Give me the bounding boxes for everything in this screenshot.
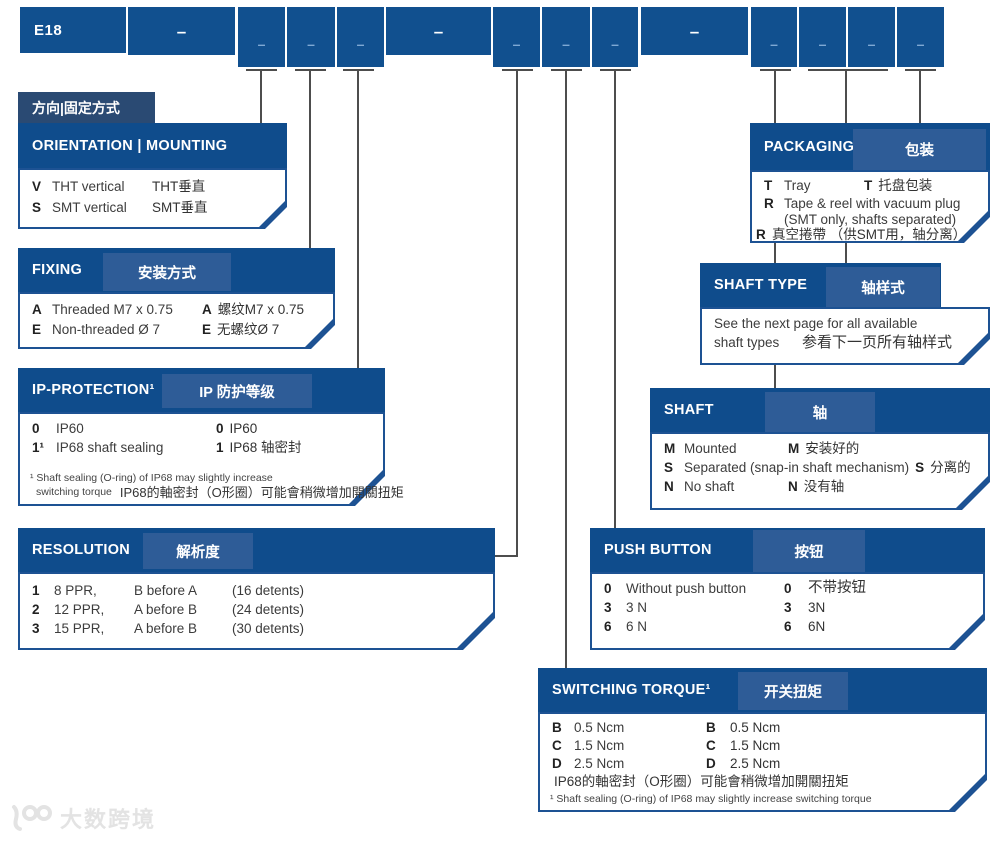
orientation-title: ORIENTATION | MOUNTING bbox=[32, 137, 228, 154]
line-to-torque bbox=[565, 69, 567, 668]
fixing-row: E Non-threaded Ø 7 E 无螺纹Ø 7 bbox=[32, 322, 280, 337]
torque-row: B 0.5 Ncm B 0.5 Ncm bbox=[552, 720, 781, 735]
shaft-type-body: See the next page for all available shaf… bbox=[700, 307, 990, 365]
shaft-row: S Separated (snap-in shaft mechanism) S … bbox=[664, 460, 971, 475]
code-slot-ip: – bbox=[337, 7, 384, 67]
switching-torque-body: B 0.5 Ncm B 0.5 Ncm C 1.5 Ncm C 1.5 Ncm … bbox=[538, 712, 987, 812]
shaft-cn-chip: 轴 bbox=[765, 392, 875, 432]
line-to-orientation bbox=[260, 69, 262, 123]
push-button-header: PUSH BUTTON 按钮 bbox=[590, 528, 985, 572]
watermark-logo-icon bbox=[8, 803, 54, 833]
line-to-resolution bbox=[516, 69, 518, 557]
ip-row: 1¹ IP68 shaft sealing 1 IP68 轴密封 bbox=[32, 440, 302, 455]
part-number-separator: – bbox=[128, 7, 235, 55]
orientation-body: V THT vertical THT垂直 S SMT vertical SMT垂… bbox=[18, 168, 287, 229]
fixing-row: A Threaded M7 x 0.75 A 螺纹M7 x 0.75 bbox=[32, 302, 305, 317]
push-button-row: 6 6 N 6 6N bbox=[604, 619, 826, 634]
switching-torque-header: SWITCHING TORQUE¹ 开关扭矩 bbox=[538, 668, 987, 712]
line-to-push-button bbox=[614, 69, 616, 528]
ip-footnote-line1: ¹ Shaft sealing (O-ring) of IP68 may sli… bbox=[30, 472, 273, 484]
line-to-shaft-type-seg1 bbox=[845, 69, 847, 123]
part-number-separator: – bbox=[386, 7, 491, 55]
push-button-row: 3 3 N 3 3N bbox=[604, 600, 826, 615]
part-number-prefix: E18 bbox=[20, 7, 126, 53]
shaft-type-title: SHAFT TYPE bbox=[714, 277, 808, 293]
shaft-body: M Mounted M 安装好的 S Separated (snap-in sh… bbox=[650, 432, 990, 510]
code-slot-shaft-type-2: – bbox=[848, 7, 895, 67]
shaft-header: SHAFT 轴 bbox=[650, 388, 990, 432]
torque-footnote-cn: IP68的軸密封（O形圈）可能會稍微增加開關扭矩 bbox=[554, 774, 849, 789]
line-to-fixing bbox=[309, 69, 311, 248]
line-to-shaft-type-seg2 bbox=[845, 243, 847, 264]
resolution-row: 2 12 PPR, A before B (24 detents) bbox=[32, 602, 305, 617]
packaging-header: PACKAGING 包装 bbox=[750, 123, 990, 170]
packaging-row-cont: (SMT only, shafts separated) bbox=[784, 212, 957, 227]
fixing-header: FIXING 安装方式 bbox=[18, 248, 335, 292]
shaft-type-line1: See the next page for all available bbox=[714, 316, 918, 331]
line-to-packaging bbox=[919, 69, 921, 123]
switching-torque-title: SWITCHING TORQUE¹ bbox=[552, 682, 711, 698]
resolution-cn-chip: 解析度 bbox=[143, 533, 253, 569]
push-button-body: 0 Without push button 0 不带按钮 3 3 N 3 3N … bbox=[590, 572, 985, 650]
code-slot-fixing: – bbox=[287, 7, 335, 67]
code-slot-orientation: – bbox=[238, 7, 285, 67]
line-to-shaft-seg1 bbox=[774, 69, 776, 123]
fixing-title: FIXING bbox=[32, 262, 83, 278]
shaft-type-cn-chip: 轴样式 bbox=[826, 267, 940, 307]
ip-protection-title: IP-PROTECTION¹ bbox=[32, 382, 155, 398]
line-to-shaft-seg3 bbox=[774, 364, 776, 388]
shaft-type-header: SHAFT TYPE 轴样式 bbox=[700, 263, 941, 307]
orientation-header: ORIENTATION | MOUNTING bbox=[18, 123, 287, 168]
packaging-row-cn: R 真空捲帶 （供SMT用，轴分离） bbox=[756, 227, 967, 242]
tbar-shaft-type bbox=[808, 69, 888, 71]
line-to-ip bbox=[357, 69, 359, 368]
ip-protection-cn-chip: IP 防护等级 bbox=[162, 374, 312, 408]
shaft-row: M Mounted M 安装好的 bbox=[664, 441, 860, 456]
orientation-cn-tab: 方向|固定方式 bbox=[18, 92, 155, 123]
code-slot-push-button: – bbox=[592, 7, 638, 67]
packaging-title: PACKAGING bbox=[764, 138, 855, 155]
shaft-title: SHAFT bbox=[664, 402, 714, 418]
orientation-row: S SMT vertical SMT垂直 bbox=[32, 200, 208, 215]
packaging-body: T Tray T 托盘包装 R Tape & reel with vacuum … bbox=[750, 170, 990, 243]
torque-row: D 2.5 Ncm D 2.5 Ncm bbox=[552, 756, 781, 771]
ip-footnote-line2: switching torque IP68的軸密封（O形圈）可能會稍微增加開關扭… bbox=[36, 485, 404, 500]
switching-torque-cn-chip: 开关扭矩 bbox=[738, 672, 848, 710]
ip-footnote-cn: IP68的軸密封（O形圈）可能會稍微增加開關扭矩 bbox=[119, 485, 404, 500]
resolution-title: RESOLUTION bbox=[32, 542, 131, 558]
code-slot-resolution: – bbox=[493, 7, 540, 67]
push-button-cn-chip: 按钮 bbox=[753, 530, 865, 572]
packaging-cn-chip: 包装 bbox=[853, 129, 986, 170]
packaging-row: T Tray T 托盘包装 bbox=[764, 178, 933, 193]
ip-row: 0 IP60 0 IP60 bbox=[32, 421, 258, 436]
code-slot-shaft: – bbox=[751, 7, 797, 67]
torque-footnote-en: ¹ Shaft sealing (O-ring) of IP68 may sli… bbox=[550, 793, 872, 805]
code-slot-shaft-type-1: – bbox=[799, 7, 846, 67]
code-slot-packaging: – bbox=[897, 7, 944, 67]
code-slot-torque: – bbox=[542, 7, 590, 67]
watermark: 大数跨境 bbox=[8, 802, 156, 834]
line-to-shaft-seg2 bbox=[774, 243, 776, 264]
resolution-body: 1 8 PPR, B before A (16 detents) 2 12 PP… bbox=[18, 572, 495, 650]
watermark-text: 大数跨境 bbox=[60, 807, 157, 832]
line-to-resolution-elbow bbox=[495, 555, 518, 557]
orientation-row: V THT vertical THT垂直 bbox=[32, 179, 206, 194]
shaft-row: N No shaft N 没有轴 bbox=[664, 479, 845, 494]
part-number-separator: – bbox=[641, 7, 748, 55]
resolution-header: RESOLUTION 解析度 bbox=[18, 528, 495, 572]
packaging-row: R Tape & reel with vacuum plug bbox=[764, 196, 961, 211]
shaft-type-line2: shaft types 参看下一页所有轴样式 bbox=[714, 334, 953, 351]
torque-row: C 1.5 Ncm C 1.5 Ncm bbox=[552, 738, 781, 753]
push-button-row: 0 Without push button 0 不带按钮 bbox=[604, 580, 866, 596]
push-button-title: PUSH BUTTON bbox=[604, 542, 712, 558]
fixing-cn-chip: 安装方式 bbox=[103, 253, 231, 291]
fixing-body: A Threaded M7 x 0.75 A 螺纹M7 x 0.75 E Non… bbox=[18, 292, 335, 349]
ip-protection-body: 0 IP60 0 IP60 1¹ IP68 shaft sealing 1 IP… bbox=[18, 412, 404, 506]
resolution-row: 1 8 PPR, B before A (16 detents) bbox=[32, 583, 305, 598]
ip-protection-header: IP-PROTECTION¹ IP 防护等级 bbox=[18, 368, 385, 412]
resolution-row: 3 15 PPR, A before B (30 detents) bbox=[32, 621, 305, 636]
